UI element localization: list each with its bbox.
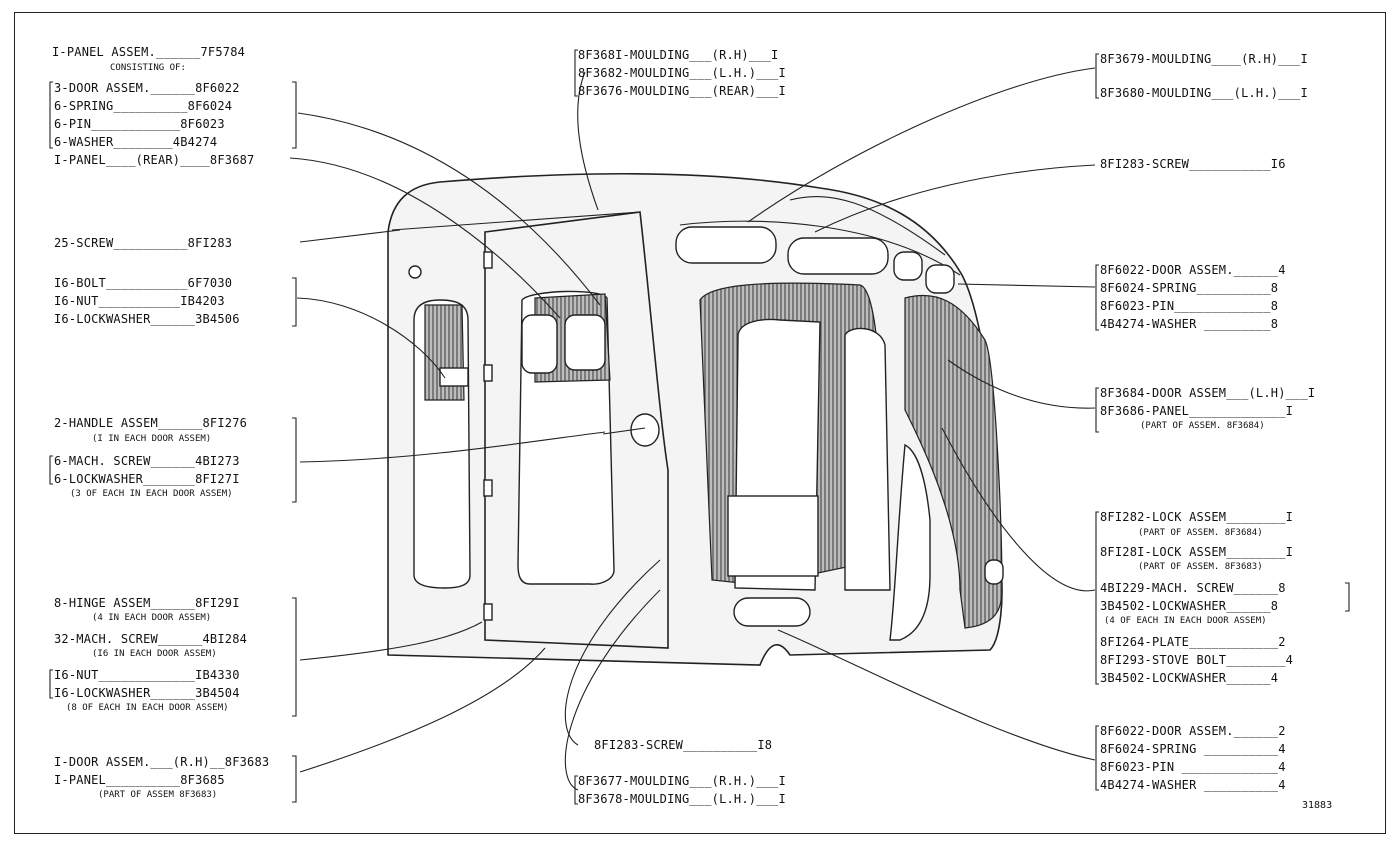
vent-hole xyxy=(408,265,422,279)
label-lock-assem-rh: 8FI28I-LOCK ASSEM________I xyxy=(1100,545,1294,559)
label-screw-left: 25-SCREW__________8FI283 xyxy=(54,236,233,250)
label-moulding-rear: 8F3676-MOULDING___(REAR)___I xyxy=(578,84,786,98)
label-lock-each: (4 OF EACH IN EACH DOOR ASSEM) xyxy=(1104,616,1267,626)
label-screw-bottom: 8FI283-SCREW__________I8 xyxy=(594,738,773,752)
hinges xyxy=(483,251,493,621)
label-hinge-screw-note: (I6 IN EACH DOOR ASSEM) xyxy=(92,649,217,659)
label-stove-lockwasher: 3B4502-LOCKWASHER______4 xyxy=(1100,671,1279,685)
leader-lines xyxy=(289,67,1096,791)
label-lock-note-lh: (PART OF ASSEM. 8F3684) xyxy=(1138,528,1263,538)
label-moulding-bottom-rh: 8F3677-MOULDING___(R.H.)___I xyxy=(578,774,786,788)
label-door-rh: I-DOOR ASSEM.___(R.H)__8F3683 xyxy=(54,755,270,769)
label-consisting-of: CONSISTING OF: xyxy=(110,63,186,73)
label-spring-8: 8F6024-SPRING__________8 xyxy=(1100,281,1279,295)
label-moulding-rh: 8F368I-MOULDING___(R.H)___I xyxy=(578,48,779,62)
label-pin-8: 8F6023-PIN_____________8 xyxy=(1100,299,1279,313)
label-spring: 6-SPRING__________8F6024 xyxy=(54,99,233,113)
label-door-assem: 3-DOOR ASSEM.______8F6022 xyxy=(54,81,240,95)
label-spring-4: 8F6024-SPRING __________4 xyxy=(1100,742,1286,756)
label-stove-bolt: 8FI293-STOVE BOLT________4 xyxy=(1100,653,1294,667)
label-door-assem-4: 8F6022-DOOR ASSEM.______4 xyxy=(1100,263,1286,277)
label-plate: 8FI264-PLATE____________2 xyxy=(1100,635,1286,649)
label-pin: 6-PIN____________8F6023 xyxy=(54,117,225,131)
label-door-lh: 8F3684-DOOR ASSEM___(L.H)___I xyxy=(1100,386,1316,400)
label-pin-4: 8F6023-PIN _____________4 xyxy=(1100,760,1286,774)
label-screw-right: 8FI283-SCREW___________I6 xyxy=(1100,157,1286,171)
label-washer-4: 4B4274-WASHER __________4 xyxy=(1100,778,1286,792)
label-moulding-right-rh: 8F3679-MOULDING____(R.H)___I xyxy=(1100,52,1308,66)
label-hinge-note: (4 IN EACH DOOR ASSEM) xyxy=(92,613,212,623)
label-hinge-nut: I6-NUT_____________IB4330 xyxy=(54,668,240,682)
label-panel-rear: I-PANEL____(REAR)____8F3687 xyxy=(54,153,255,167)
label-handle-note: (I IN EACH DOOR ASSEM) xyxy=(92,434,212,444)
label-moulding-lh: 8F3682-MOULDING___(L.H.)___I xyxy=(578,66,786,80)
label-mach-screw: 6-MACH. SCREW______4BI273 xyxy=(54,454,240,468)
label-washer-8: 4B4274-WASHER _________8 xyxy=(1100,317,1279,331)
label-hinge-each: (8 OF EACH IN EACH DOOR ASSEM) xyxy=(66,703,229,713)
label-nut: I6-NUT___________IB4203 xyxy=(54,294,225,308)
label-lock-assem-lh: 8FI282-LOCK ASSEM________I xyxy=(1100,510,1294,524)
label-hinge-lockwasher: I6-LOCKWASHER______3B4504 xyxy=(54,686,240,700)
label-lockwasher-bolt: I6-LOCKWASHER______3B4506 xyxy=(54,312,240,326)
label-moulding-right-lh: 8F3680-MOULDING___(L.H.)___I xyxy=(1100,86,1308,100)
label-lockwasher-handle: 6-LOCKWASHER_______8FI27I xyxy=(54,472,240,486)
label-panel-lh: 8F3686-PANEL_____________I xyxy=(1100,404,1294,418)
label-panel-rh-note: (PART OF ASSEM 8F3683) xyxy=(98,790,218,800)
label-lock-note-rh: (PART OF ASSEM. 8F3683) xyxy=(1138,562,1263,572)
label-hinge-screw: 32-MACH. SCREW______4BI284 xyxy=(54,632,248,646)
label-lock-lockwasher: 3B4502-LOCKWASHER______8 xyxy=(1100,599,1279,613)
lower-vent xyxy=(733,597,811,627)
roof-moulding xyxy=(391,211,641,231)
label-handle-assem: 2-HANDLE ASSEM______8FI276 xyxy=(54,416,248,430)
label-moulding-bottom-lh: 8F3678-MOULDING___(L.H.)___I xyxy=(578,792,786,806)
label-bolt: I6-BOLT___________6F7030 xyxy=(54,276,233,290)
label-panel-lh-note: (PART OF ASSEM. 8F3684) xyxy=(1140,421,1265,431)
drawing-frame xyxy=(14,12,1386,834)
label-lock-mach-screw: 4BI229-MACH. SCREW______8 xyxy=(1100,581,1286,595)
label-panel-assem: I-PANEL ASSEM.______7F5784 xyxy=(52,45,246,59)
label-panel-rh: I-PANEL__________8F3685 xyxy=(54,773,225,787)
label-door-assem-2: 8F6022-DOOR ASSEM.______2 xyxy=(1100,724,1286,738)
figure-number: 31883 xyxy=(1302,800,1333,811)
label-handle-each: (3 OF EACH IN EACH DOOR ASSEM) xyxy=(70,489,233,499)
rear-windows xyxy=(675,226,955,294)
roof-moulding-right xyxy=(679,220,961,276)
label-washer: 6-WASHER________4B4274 xyxy=(54,135,218,149)
label-hinge-assem: 8-HINGE ASSEM______8FI29I xyxy=(54,596,240,610)
